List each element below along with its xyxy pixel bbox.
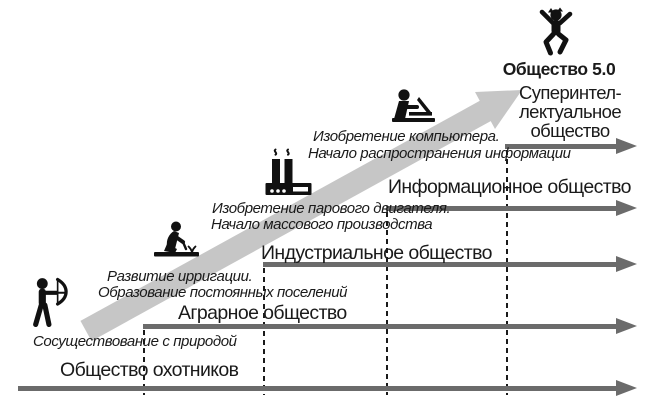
person-at-laptop-icon	[392, 89, 435, 122]
timeline-arrow-agrarian	[143, 318, 637, 334]
arrow-bar	[143, 323, 622, 329]
arrow-head	[616, 200, 637, 216]
timeline-arrow-information	[386, 200, 637, 216]
annotation-information-line2: Начало распространения информации	[308, 145, 571, 162]
timeline-arrow-superintelligent	[505, 138, 637, 154]
stage-divider	[386, 212, 388, 395]
arrow-bar	[505, 143, 622, 149]
arrow-head	[616, 380, 637, 396]
arrow-head	[616, 318, 637, 334]
stage-divider	[506, 150, 508, 395]
stage-label-agrarian: Аграрное общество	[178, 302, 347, 324]
timeline-arrow-hunter	[18, 380, 637, 396]
stage-label-line: лектуальное	[518, 101, 622, 122]
timeline-arrow-industrial	[263, 256, 637, 272]
jumping-person-icon	[539, 7, 573, 56]
arrow-head	[616, 138, 637, 154]
arrow-bar	[18, 385, 622, 391]
stage-label-line: Суперинтел-	[518, 82, 622, 103]
arrow-head	[616, 256, 637, 272]
arrow-bar	[386, 205, 622, 211]
annotation-agrarian-line2: Образование постоянных поселений	[98, 284, 348, 301]
stage-label-hunter: Общество охотников	[60, 359, 239, 381]
stage-label-superintelligent: Суперинтел- лектуальное общество	[502, 83, 638, 140]
stage-label-information: Информационное общество	[388, 176, 631, 198]
society-5-0-caption: Общество 5.0	[502, 59, 616, 79]
annotation-industrial-line1: Изобретение парового двигателя.	[212, 200, 451, 217]
stage-label-industrial: Индустриальное общество	[261, 242, 493, 264]
annotation-hunter: Сосуществование с природой	[33, 333, 237, 350]
annotation-information-line1: Изобретение компьютера.	[313, 128, 500, 145]
stage-label-line: общество	[530, 120, 610, 141]
kneeling-farmer-icon	[154, 221, 199, 257]
annotation-industrial-line2: Начало массового производства	[211, 216, 433, 233]
stage-divider	[263, 268, 265, 395]
arrow-bar	[263, 261, 622, 267]
archer-icon	[33, 277, 68, 328]
annotation-agrarian-line1: Развитие ирригации.	[107, 268, 253, 285]
factory-icon	[265, 148, 312, 195]
stage-divider	[143, 330, 145, 395]
